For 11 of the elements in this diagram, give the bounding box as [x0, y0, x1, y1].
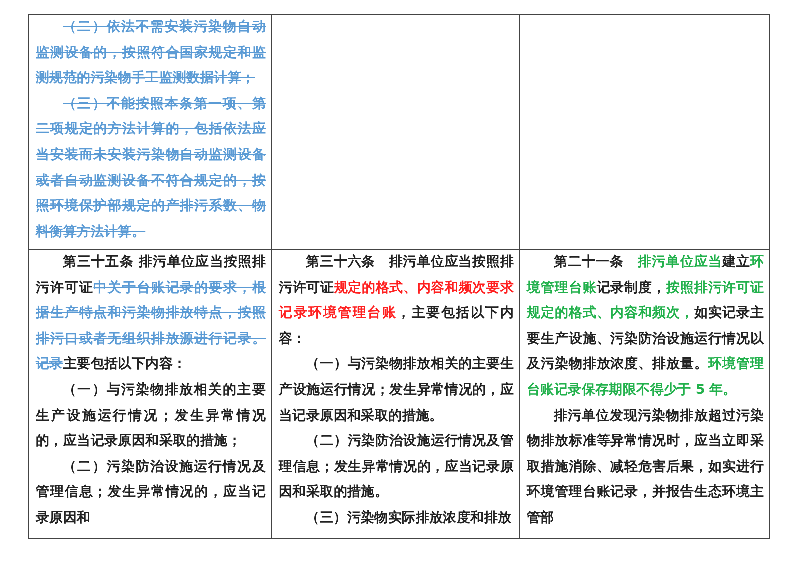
clause-text: 第三十五条 排污单位应当按照排污许可证中关于台账记录的要求，根据生产特点和污染物排放特点，按照排污口或者无组织排放源进行记录。记录主要包括以下内容：	[36, 253, 266, 374]
clause-text: 排污单位发现污染物排放超过污染物排放标准等异常情况时，应当立即采取措施消除、减轻危害后果，如实进行环境管理台账记录，并报告生态环境主管部	[527, 406, 764, 528]
clause-text: 第二十一条 排污单位应当建立环境管理台账记录制度，按照排污许可证规定的格式、内容和频次，如实记录主要生产设施、污染防治设施运行情况以及污染物排放浓度、排放量。环境管理台账记录保存期限不得少于 5 年。	[527, 253, 764, 400]
clause-text: （三）不能按照本条第一项、第二项规定的方法计算的，包括依法应当安装而未安装污染物自动监测设备或者自动监测设备不符合规定的，按照环境保护部规定的产排污系数、物料衡算方法计算。	[36, 94, 266, 242]
clause-text: （二）依法不需安装污染物自动监测设备的，按照符合国家规定和监测规范的污染物手工监测数据计算；	[36, 18, 266, 88]
clause-text: （三）污染物实际排放浓度和排放	[305, 508, 513, 528]
clause-text: 第三十六条 排污单位应当按照排污许可证规定的格式、内容和频次要求记录环境管理台账，主要包括以下内容：	[279, 253, 514, 349]
clause-text: （一）与污染物排放相关的主要生产设施运行情况；发生异常情况的，应当记录原因和采取的措施；	[36, 380, 266, 452]
clause-text: （二）污染防治设施运行情况及管理信息；发生异常情况的，应当记录原因和	[36, 458, 266, 528]
clause-text: （二）污染防治设施运行情况及管理信息；发生异常情况的，应当记录原因和采取的措施。	[279, 432, 514, 502]
clause-text: （一）与污染物排放相关的主要生产设施运行情况；发生异常情况的，应当记录原因和采取的措施。	[279, 355, 514, 426]
